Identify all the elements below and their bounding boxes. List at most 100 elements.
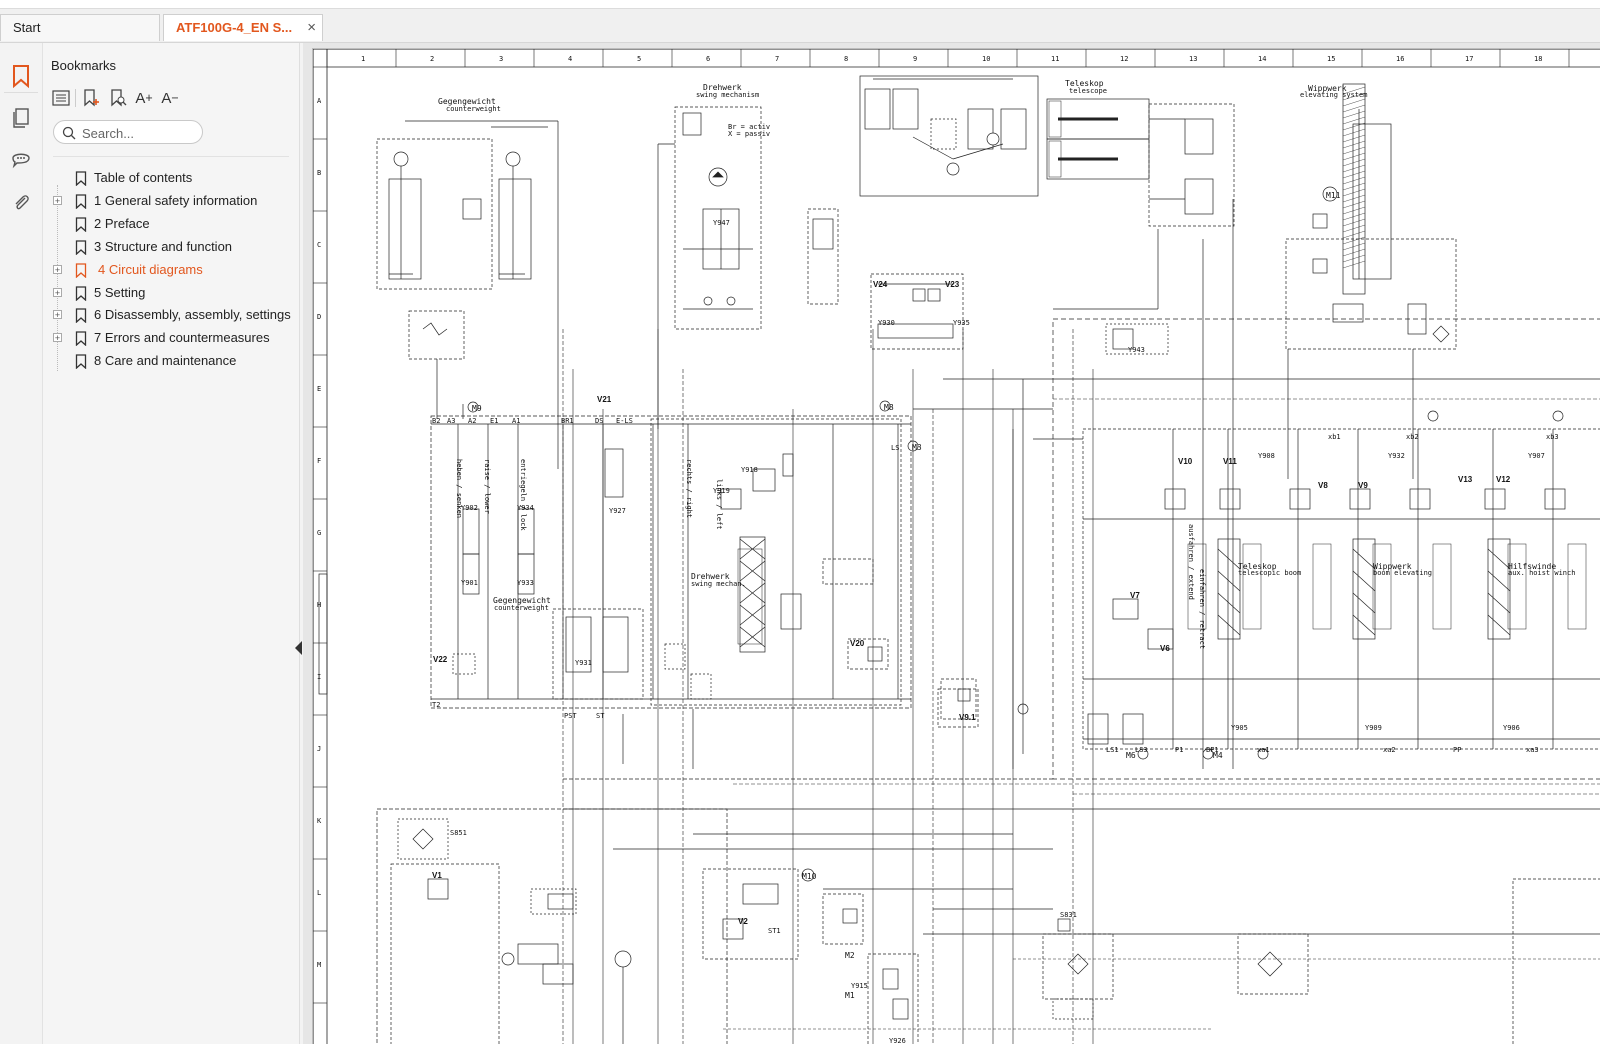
bookmark-item[interactable]: +7 Errors and countermeasures (53, 327, 293, 349)
grid-column-label: 14 (1258, 55, 1267, 63)
grid-column-label: 12 (1120, 55, 1129, 63)
diagram-label-y927: Y927 (609, 507, 626, 515)
bookmark-search[interactable] (53, 120, 203, 144)
diagram-label-b2: B2 (432, 417, 441, 425)
font-decrease-icon[interactable]: A− (160, 88, 180, 108)
bookmark-item[interactable]: 2 Preface (53, 213, 293, 235)
grid-column-label: 16 (1396, 55, 1405, 63)
collapse-panel-icon[interactable] (295, 641, 302, 655)
diagram-label-v22: V22 (433, 655, 448, 664)
bookmark-item[interactable]: +1 General safety information (53, 190, 293, 212)
bookmark-label: 8 Care and maintenance (94, 353, 237, 369)
diagram-label-y909: Y909 (1365, 724, 1382, 732)
bookmark-item[interactable]: 8 Care and maintenance (53, 350, 293, 372)
diagram-label-v11: V11 (1223, 457, 1237, 466)
grid-row-label: C (317, 241, 322, 249)
close-icon[interactable]: × (307, 19, 316, 36)
diagram-label-heben-senken: heben / senken (455, 459, 463, 519)
grid-row-label: G (317, 529, 322, 537)
diagram-label-a1: A1 (512, 417, 521, 425)
bookmark-icon (75, 194, 87, 209)
diagram-label-ds: DS (595, 417, 604, 425)
list-view-icon[interactable] (51, 88, 71, 108)
diagram-label-m10: M10 (802, 872, 817, 881)
diagram-label-counterweight: counterweight (446, 105, 501, 113)
diagram-label-hilfswinde: Hilfswinde (1508, 562, 1557, 571)
grid-row-label: A (317, 97, 322, 105)
diagram-label-y908: Y908 (1258, 452, 1275, 460)
grid-row-label: H (317, 601, 322, 609)
grid-row-label: J (317, 745, 322, 753)
diagram-label-a3: A3 (447, 417, 456, 425)
diagram-label-pp: PP (1453, 746, 1462, 754)
diagram-label-y919: Y919 (713, 487, 730, 495)
bookmark-item[interactable]: 3 Structure and function (53, 236, 293, 258)
grid-row-label: L (317, 889, 322, 897)
bookmark-icon (75, 331, 87, 347)
diagram-label-m4: M4 (1213, 751, 1223, 760)
bookmark-icon (75, 240, 87, 255)
diagram-label-xb2: xb2 (1406, 433, 1419, 441)
diagram-label-ls3: LS3 (1135, 746, 1148, 754)
bookmark-item[interactable]: +6 Disassembly, assembly, settings (53, 304, 293, 326)
tab-start[interactable]: Start (0, 14, 160, 41)
diagram-label-v8: V8 (1318, 481, 1328, 490)
diagram-label-y906: Y906 (1503, 724, 1520, 732)
font-increase-glyph: A (135, 89, 146, 107)
attachments-icon[interactable] (8, 190, 34, 216)
diagram-label-m1: M1 (845, 991, 855, 1000)
diagram-label-y915: Y915 (851, 982, 868, 990)
diagram-label-gegengewicht2: Gegengewicht (493, 596, 551, 605)
grid-column-label: 15 (1327, 55, 1336, 63)
expand-icon[interactable]: + (53, 264, 62, 275)
add-bookmark-icon[interactable] (81, 88, 101, 108)
diagram-label-m3: M3 (912, 443, 922, 452)
find-bookmark-icon[interactable] (108, 88, 128, 108)
expand-icon[interactable]: + (53, 287, 62, 298)
diagram-label-entriegeln: entriegeln / lock (519, 459, 527, 531)
diagram-label-xa1: xa1 (1257, 746, 1270, 754)
grid-row-label: F (317, 457, 322, 465)
diagram-label-t2: T2 (432, 701, 441, 709)
grid-column-label: 11 (1051, 55, 1060, 63)
diagram-label-rechts-links: rechts / right (685, 459, 693, 519)
grid-row-label: D (317, 313, 322, 321)
comments-icon[interactable] (8, 146, 34, 172)
diagram-label-drehwerk2: Drehwerk (691, 572, 730, 581)
search-input[interactable] (80, 124, 199, 142)
expand-icon[interactable]: + (53, 333, 62, 344)
bookmark-panel-icon[interactable] (8, 63, 34, 89)
tab-document-label: ATF100G-4_EN S... (176, 20, 293, 35)
diagram-label-v13: V13 (1458, 475, 1473, 484)
diagram-label-v23: V23 (945, 280, 960, 289)
diagram-label-links-left: links / left (715, 479, 723, 530)
bookmark-item[interactable]: +4 Circuit diagrams (53, 259, 293, 281)
pages-icon[interactable] (8, 105, 34, 131)
diagram-label-telescopic-boom: telescopic boom (1238, 569, 1302, 577)
bookmark-icon (75, 285, 87, 301)
bookmark-item[interactable]: +5 Setting (53, 282, 293, 304)
tab-document[interactable]: ATF100G-4_EN S... × (163, 14, 323, 41)
expand-icon[interactable]: + (53, 310, 62, 321)
bookmark-icon (75, 354, 87, 370)
expand-icon[interactable]: + (53, 195, 62, 206)
diagram-label-gegengewicht: Gegengewicht (438, 97, 496, 106)
diagram-label-y931: Y931 (575, 659, 592, 667)
font-increase-plus: + (145, 91, 153, 105)
bookmark-item[interactable]: Table of contents (53, 167, 293, 189)
diagram-label-v2: V2 (738, 917, 748, 926)
grid-column-label: 18 (1534, 55, 1543, 63)
diagram-label-v7: V7 (1130, 591, 1140, 600)
diagram-label-y933: Y933 (517, 579, 534, 587)
diagram-label-v6: V6 (1160, 644, 1170, 653)
font-increase-icon[interactable]: A+ (134, 88, 154, 108)
search-icon (62, 126, 76, 140)
grid-column-label: 7 (775, 55, 780, 63)
font-decrease-glyph: A (161, 89, 172, 107)
diagram-label-einfahren: einfahren / retract (1198, 569, 1206, 650)
diagram-label-telescope: telescope (1069, 87, 1107, 95)
grid-column-label: 5 (637, 55, 642, 63)
diagram-label-drehwerk: Drehwerk (703, 83, 742, 92)
diagram-label-boom-elevating: boom elevating (1373, 569, 1433, 577)
